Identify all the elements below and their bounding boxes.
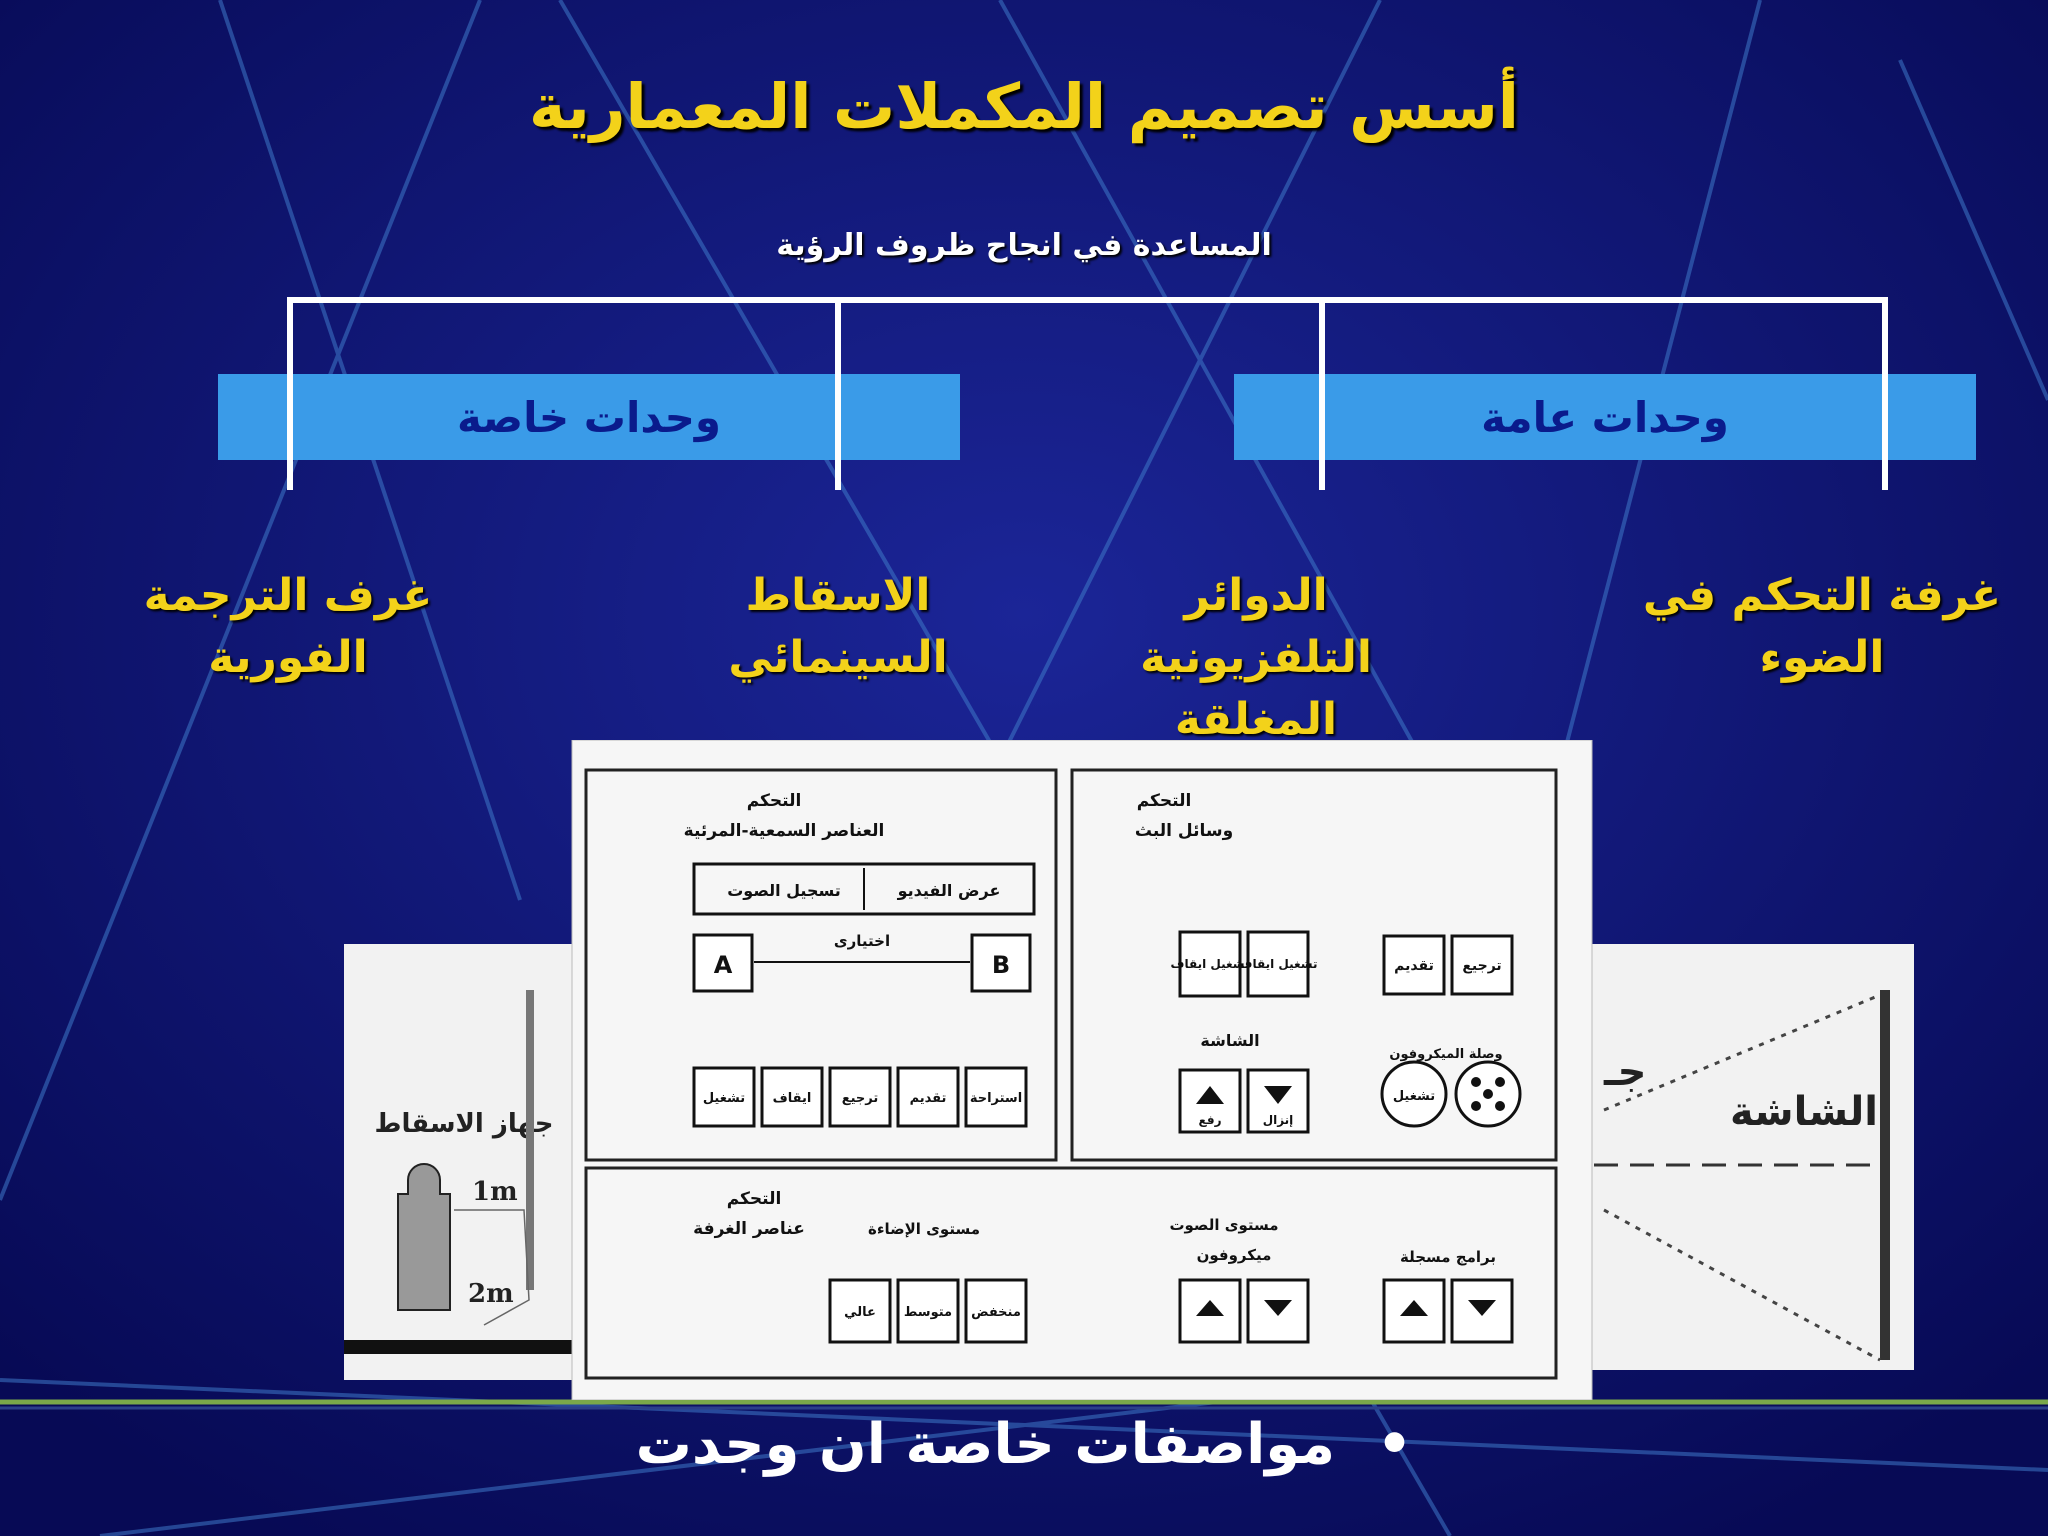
av-section-title: التحكم (747, 791, 802, 811)
category-line: غرفة التحكم في (1642, 570, 2002, 621)
dimension-label: 2m (468, 1279, 514, 1309)
category-line: الضوء (1759, 632, 1885, 683)
play-stop-button (1178, 930, 1242, 998)
button-b (970, 933, 1032, 993)
video-show-label: عرض الفيديو (897, 881, 1001, 900)
screen-control-label: الشاشة (1200, 1031, 1259, 1050)
group-box-special: وحدات خاصة (218, 374, 960, 460)
screen-diagram-panel (1590, 944, 1914, 1370)
room-section-title: التحكم (727, 1189, 782, 1209)
light-level-button (896, 1278, 960, 1344)
svg-text:رفع: رفع (1199, 1113, 1222, 1127)
partial-label: جـ (1603, 1049, 1647, 1095)
broadcast-section-title: التحكم (1137, 791, 1192, 811)
light-level-button-label: منخفض (971, 1305, 1021, 1320)
control-panel-diagram: جهاز الاسقاط 1m 2m الشاشة جـ التحكم العن… (344, 740, 1914, 1400)
svg-text:تقديم: تقديم (1394, 958, 1434, 974)
category-line: الاسقاط (745, 570, 931, 621)
light-level-label: مستوى الإضاءة (868, 1220, 980, 1238)
av-control-button-label: تقديم (910, 1091, 947, 1106)
svg-text:تشغيل ايقاف: تشغيل ايقاف (1239, 957, 1318, 971)
bullet-text: مواصفات خاصة ان وجدت (635, 1412, 1336, 1477)
av-control-button-label: استراحة (970, 1091, 1022, 1106)
category-line: الدوائر التلفزيونية (1140, 570, 1372, 683)
svg-text:تشغيل: تشغيل (1393, 1089, 1435, 1104)
svg-text:تشغيل ايقاف: تشغيل ايقاف (1171, 957, 1250, 971)
slide-title: أسس تصميم المكملات المعمارية (528, 70, 1520, 143)
category-line: السينمائي (728, 632, 948, 683)
forward-button (1382, 934, 1446, 996)
category-cctv: الدوائر التلفزيونية المغلقة (1076, 565, 1436, 751)
slide-subtitle: المساعدة في انجاح ظروف الرؤية (776, 228, 1272, 263)
av-control-button (692, 1066, 756, 1128)
av-control-button (828, 1066, 892, 1128)
program-down-button (1450, 1278, 1514, 1344)
sound-level-label: مستوى الصوت (1169, 1216, 1278, 1234)
bullet-item: • مواصفات خاصة ان وجدت (0, 1412, 2048, 1477)
record-sound-label: تسجيل الصوت (727, 881, 841, 900)
light-level-button (964, 1278, 1028, 1344)
svg-text:B: B (992, 951, 1010, 979)
bullet-marker: • (1376, 1412, 1413, 1477)
screen-label: الشاشة (1730, 1089, 1878, 1135)
av-control-button-label: تشغيل (703, 1091, 745, 1106)
mic-label: ميكروفون (1197, 1246, 1272, 1264)
selector-label: اختيارى (834, 932, 890, 950)
av-control-button-label: ايقاف (773, 1091, 812, 1106)
room-section-subtitle: عناصر الغرفة (693, 1219, 805, 1239)
av-section-subtitle: العناصر السمعية-المرئية (684, 821, 885, 841)
av-control-button (896, 1066, 960, 1128)
projection-diagram-panel (344, 944, 574, 1380)
mic-on-button (1380, 1060, 1448, 1128)
group-label: وحدات خاصة (457, 392, 721, 442)
play-stop-button (1246, 930, 1310, 998)
mic-down-button (1246, 1278, 1310, 1344)
dimension-label: 1m (472, 1177, 518, 1207)
category-line: المغلقة (1174, 694, 1338, 745)
av-control-button (760, 1066, 824, 1128)
svg-text:ترجيع: ترجيع (1462, 958, 1501, 974)
projector-label: جهاز الاسقاط (374, 1109, 553, 1139)
recorded-programs-label: برامج مسجلة (1400, 1248, 1496, 1266)
category-light-control: غرفة التحكم في الضوء (1642, 565, 2002, 689)
svg-text:A: A (714, 951, 733, 979)
light-level-button-label: متوسط (904, 1305, 952, 1320)
projector-icon (397, 1163, 451, 1311)
category-cinema-projection: الاسقاط السينمائي (658, 565, 1018, 689)
mic-jack-label: وصلة الميكروفون (1389, 1047, 1502, 1062)
av-control-button (964, 1066, 1028, 1128)
category-line: الفورية (208, 632, 368, 683)
av-control-button-label: ترجيع (842, 1091, 879, 1106)
button-a (692, 933, 754, 993)
group-box-general: وحدات عامة (1234, 374, 1976, 460)
light-level-button-label: عالي (844, 1305, 876, 1320)
screen-down-button (1246, 1068, 1310, 1134)
rewind-button (1450, 934, 1514, 996)
broadcast-section-subtitle: وسائل البث (1135, 821, 1233, 841)
svg-text:إنزال: إنزال (1263, 1113, 1294, 1127)
category-line: غرف الترجمة (143, 570, 433, 621)
group-label: وحدات عامة (1481, 392, 1729, 442)
light-level-button (828, 1278, 892, 1344)
category-interpretation-rooms: غرف الترجمة الفورية (108, 565, 468, 689)
